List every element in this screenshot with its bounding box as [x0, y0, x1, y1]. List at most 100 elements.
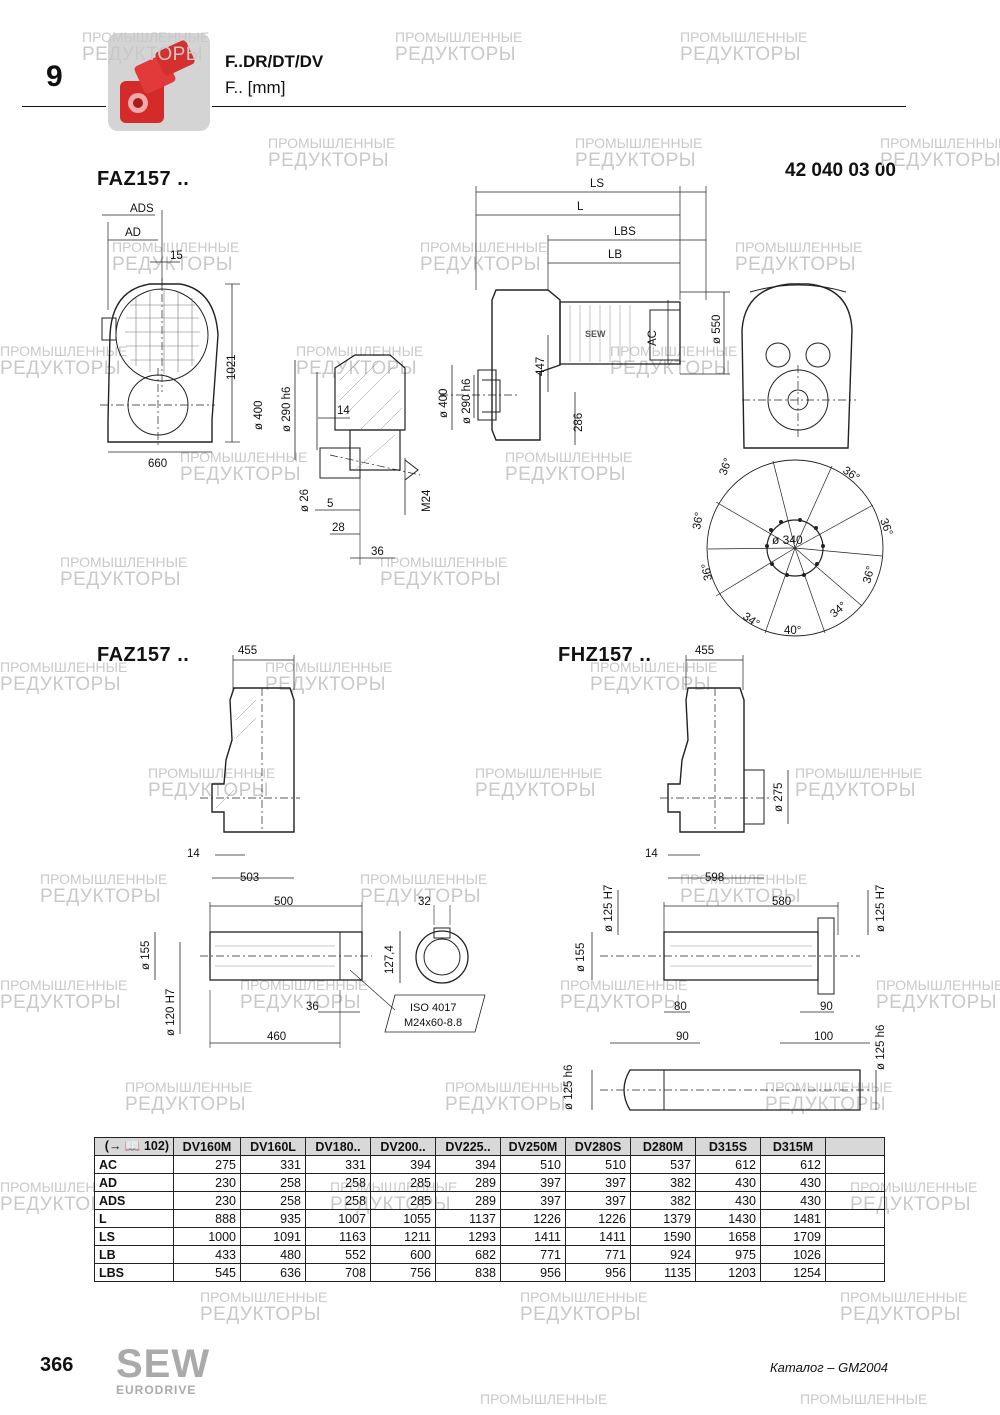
- table-cell: 537: [630, 1155, 696, 1174]
- dim-1021: 1021: [226, 354, 238, 380]
- page-subtitle: F.. [mm]: [225, 78, 286, 97]
- table-cell: 1211: [370, 1227, 436, 1246]
- gear-motor-icon: [120, 40, 195, 123]
- table-cell: 430: [760, 1191, 826, 1210]
- table-cell: 1590: [630, 1227, 696, 1246]
- angle-34-2: 34°: [828, 600, 849, 620]
- table-cell: 258: [240, 1173, 306, 1192]
- dim-90-a: 90: [820, 1001, 833, 1013]
- row-label: AD: [94, 1173, 174, 1192]
- dim-d275: ø 275: [773, 783, 785, 812]
- front-view-drawing: ADS AD 15 1021 660: [100, 203, 240, 470]
- table-cell: 1000: [173, 1227, 241, 1246]
- dim-455-right: 455: [695, 645, 714, 657]
- table-cell: 397: [500, 1173, 566, 1192]
- table-cell: 1007: [305, 1209, 371, 1228]
- dim-100: 100: [814, 1031, 833, 1043]
- table-cell: 230: [173, 1191, 241, 1210]
- dim-ad: AD: [125, 227, 141, 239]
- column-header: D315S: [695, 1137, 761, 1156]
- dim-14-left: 14: [187, 848, 200, 860]
- table-cell: 1658: [695, 1227, 761, 1246]
- row-label: ADS: [94, 1191, 174, 1210]
- dim-80: 80: [674, 1001, 687, 1013]
- table-cell: 1430: [695, 1209, 761, 1228]
- watermark: ПРОМЫШЛЕННЫЕ: [800, 1391, 928, 1407]
- angle-36-2: 36°: [840, 465, 861, 485]
- table-cell: 1254: [760, 1263, 826, 1282]
- dim-127: 127,4: [384, 945, 396, 974]
- dim-14: 14: [337, 405, 350, 417]
- table-corner-ref: (→ 📖 102): [94, 1137, 174, 1156]
- dim-d340: ø 340: [772, 533, 803, 547]
- table-cell: 275: [173, 1155, 241, 1174]
- brand-logo-sub: EURODRIVE: [116, 1383, 197, 1397]
- dim-d400: ø 400: [253, 401, 265, 430]
- table-cell: 510: [565, 1155, 631, 1174]
- model-label-faz157-mid: FAZ157 ..: [97, 644, 190, 666]
- sew-nameplate: SEW: [585, 329, 606, 339]
- table-cell-empty: [825, 1173, 885, 1192]
- table-cell: 258: [305, 1173, 371, 1192]
- column-header: DV200..: [370, 1137, 436, 1156]
- table-cell: 1226: [565, 1209, 631, 1228]
- header-rule-left: [22, 106, 106, 107]
- column-header: DV180..: [305, 1137, 371, 1156]
- dim-28: 28: [332, 522, 345, 534]
- column-header-empty: [825, 1137, 885, 1156]
- table-cell: 1203: [695, 1263, 761, 1282]
- dim-d120: ø 120 H7: [165, 989, 177, 1036]
- dim-d125-b: ø 125 H7: [875, 885, 887, 932]
- table-header-row: (→ 📖 102) DV160M DV160L DV180.. DV200.. …: [94, 1137, 885, 1156]
- brand-logo: SEW: [116, 1342, 211, 1386]
- dim-lb: LB: [608, 249, 622, 261]
- table-cell: 636: [240, 1263, 306, 1282]
- table-cell: 331: [240, 1155, 306, 1174]
- dim-660: 660: [148, 458, 167, 470]
- table-cell: 433: [173, 1245, 241, 1264]
- dim-d26: ø 26: [299, 489, 311, 512]
- angle-36-3: 36°: [877, 517, 894, 537]
- table-cell: 285: [370, 1191, 436, 1210]
- table-cell: 258: [305, 1191, 371, 1210]
- table-cell-empty: [825, 1191, 885, 1210]
- dim-286: 286: [573, 413, 585, 432]
- table-cell: 394: [435, 1155, 501, 1174]
- column-header: D280M: [630, 1137, 696, 1156]
- column-header: DV160L: [240, 1137, 306, 1156]
- iso-bolt-spec: M24x60-8.8: [404, 1017, 462, 1029]
- table-cell: 1137: [435, 1209, 501, 1228]
- table-cell: 1226: [500, 1209, 566, 1228]
- dim-32: 32: [418, 896, 431, 908]
- table-cell: 394: [370, 1155, 436, 1174]
- table-cell: 1481: [760, 1209, 826, 1228]
- column-header: DV160M: [173, 1137, 241, 1156]
- table-cell: 888: [173, 1209, 241, 1228]
- row-label: L: [94, 1209, 174, 1228]
- dim-598: 598: [705, 872, 724, 884]
- row-label: LS: [94, 1227, 174, 1246]
- table-cell: 1379: [630, 1209, 696, 1228]
- table-cell-empty: [825, 1227, 885, 1246]
- dim-d550: ø 550: [711, 315, 723, 344]
- dim-d125-d: ø 125 h6: [875, 1025, 887, 1070]
- table-cell: 545: [173, 1263, 241, 1282]
- dim-36: 36: [371, 546, 384, 558]
- dim-36-left: 36: [306, 1001, 319, 1013]
- table-cell: 552: [305, 1245, 371, 1264]
- document-number: 42 040 03 00: [785, 160, 896, 181]
- iso-bolt-label: ISO 4017: [410, 1002, 456, 1014]
- table-cell: 397: [565, 1173, 631, 1192]
- model-label-fhz157: FHZ157 ..: [558, 644, 652, 666]
- dim-500: 500: [274, 896, 293, 908]
- technical-drawings: ADS AD 15 1021 660 ø 400 ø 290 h6 14 ø 2…: [100, 178, 894, 1111]
- dim-ls: LS: [590, 178, 604, 190]
- table-cell: 771: [565, 1245, 631, 1264]
- table-cell: 1411: [565, 1227, 631, 1246]
- dim-d290-b: ø 290 h6: [461, 379, 473, 424]
- chapter-number: 9: [46, 60, 63, 93]
- table-cell: 480: [240, 1245, 306, 1264]
